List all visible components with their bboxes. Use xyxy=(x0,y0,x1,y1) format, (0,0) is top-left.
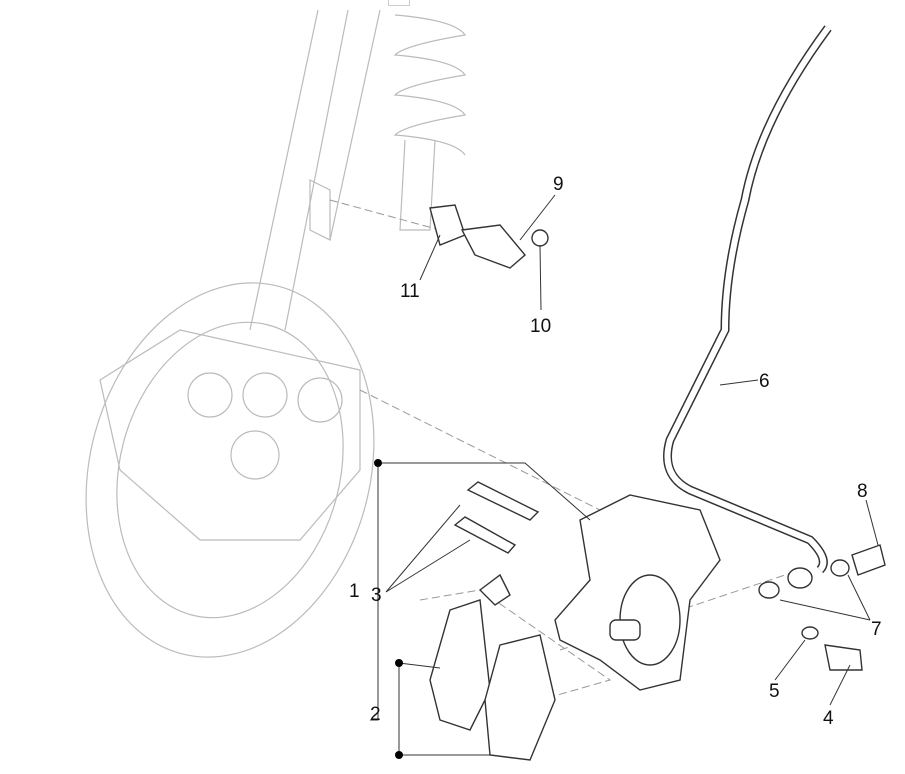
callout-8: 8 xyxy=(857,481,868,502)
brake-pads-part xyxy=(429,573,556,761)
callout-10: 10 xyxy=(530,316,551,337)
fork-ghost xyxy=(249,9,467,331)
callout-4: 4 xyxy=(823,708,834,729)
callout-5: 5 xyxy=(769,681,780,702)
callout-9: 9 xyxy=(553,174,564,195)
brake-hose-part xyxy=(663,25,832,574)
callout-3: 3 xyxy=(371,585,382,606)
callout-2: 2 xyxy=(370,704,381,725)
washers-bolts-part xyxy=(758,544,886,671)
callout-11: 11 xyxy=(400,281,420,302)
breadcrumb-bar xyxy=(388,0,410,6)
hose-clip-part xyxy=(429,204,549,269)
brake-disc-ghost xyxy=(85,282,375,658)
brake-caliper-part xyxy=(554,494,721,691)
pins-part xyxy=(453,481,540,554)
callout-7: 7 xyxy=(871,619,882,640)
callout-1: 1 xyxy=(349,581,360,602)
back-button[interactable] xyxy=(388,0,410,6)
leader-lines xyxy=(370,194,879,759)
callout-6: 6 xyxy=(759,371,770,392)
